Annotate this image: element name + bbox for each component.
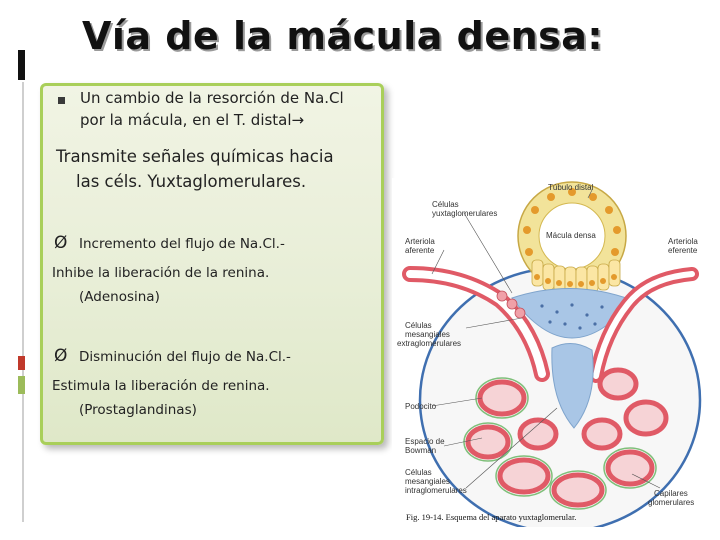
leader-lines bbox=[431, 189, 661, 489]
label-capilares-1: Capilares bbox=[654, 489, 688, 498]
bullet3-text: Disminución del flujo de Na.Cl.- bbox=[79, 349, 291, 365]
para1-line2: las céls. Yuxtaglomerulares. bbox=[76, 172, 307, 191]
label-podocito: Podocito bbox=[405, 402, 437, 411]
slide-accent-green bbox=[18, 376, 25, 394]
para1-line1: Transmite señales químicas hacia bbox=[56, 147, 334, 166]
figure-caption: Fig. 19-14. Esquema del aparato yuxtaglo… bbox=[406, 512, 576, 522]
arrow-bullet-icon: Ø bbox=[54, 233, 68, 253]
square-bullet-icon bbox=[58, 97, 65, 104]
slide-accent-line bbox=[22, 82, 24, 522]
juxtaglomerular-diagram: Túbulo distal Células yuxtaglomerulares … bbox=[397, 181, 702, 527]
label-mesang-extra-2: mesangiales bbox=[405, 330, 450, 339]
intraglomerular-mesangium bbox=[551, 343, 594, 429]
label-capilares-2: glomerulares bbox=[648, 498, 694, 507]
glomerular-capillaries bbox=[465, 367, 669, 508]
juxtaglomerular-cells bbox=[496, 290, 526, 319]
right-arrow-icon: → bbox=[291, 111, 305, 129]
efferent-lumen bbox=[593, 271, 695, 379]
arrow-bullet-icon: Ø bbox=[54, 346, 68, 366]
label-mesang-intra-3: intraglomerulares bbox=[405, 486, 467, 495]
macula-nuclei bbox=[534, 274, 617, 287]
slide-accent-red bbox=[18, 356, 25, 370]
label-mesang-extra-1: Células bbox=[405, 321, 432, 330]
label-espacio-bowman-1: Espacio de bbox=[405, 437, 445, 446]
label-celulas-yuxta-2: yuxtaglomerulares bbox=[432, 209, 497, 218]
label-espacio-bowman-2: Bowman bbox=[405, 446, 436, 455]
slide-accent-bar bbox=[18, 50, 25, 80]
content-box bbox=[40, 83, 384, 445]
label-celulas-yuxta-1: Células bbox=[432, 200, 459, 209]
para2-line1: Inhibe la liberación de la renina. bbox=[52, 265, 270, 281]
para3-line1: Estimula la liberación de renina. bbox=[52, 378, 270, 394]
bullet1-line1: Un cambio de la resorción de Na.Cl bbox=[80, 89, 344, 107]
label-mesang-intra-2: mesangiales bbox=[405, 477, 450, 486]
mesangial-nuclei bbox=[540, 303, 604, 330]
juxtaglomerular-figure: Túbulo distal Células yuxtaglomerulares … bbox=[392, 178, 704, 527]
label-mesang-intra-1: Células bbox=[405, 468, 432, 477]
label-macula-densa: Mácula densa bbox=[546, 231, 596, 240]
para2-line2: (Adenosina) bbox=[79, 289, 160, 305]
para3-line2: (Prostaglandinas) bbox=[79, 402, 197, 418]
label-mesang-extra-3: extraglomerulares bbox=[397, 339, 461, 348]
label-arteriola-aferente-1: Arteriola bbox=[405, 237, 435, 246]
label-arteriola-eferente-2: eferente bbox=[668, 246, 698, 255]
bullet2-text: Incremento del flujo de Na.Cl.- bbox=[79, 236, 285, 252]
tubule-nuclei bbox=[523, 188, 621, 256]
label-arteriola-aferente-2: aferente bbox=[405, 246, 435, 255]
slide-title: Vía de la mácula densa: bbox=[82, 14, 604, 58]
label-tubulo-distal: Túbulo distal bbox=[548, 183, 594, 192]
label-arteriola-eferente-1: Arteriola bbox=[668, 237, 698, 246]
bullet1-line2-text: por la mácula, en el T. distal bbox=[80, 111, 292, 129]
bullet1-line2: por la mácula, en el T. distal→ bbox=[80, 111, 304, 129]
podocyte-layer bbox=[463, 377, 657, 510]
